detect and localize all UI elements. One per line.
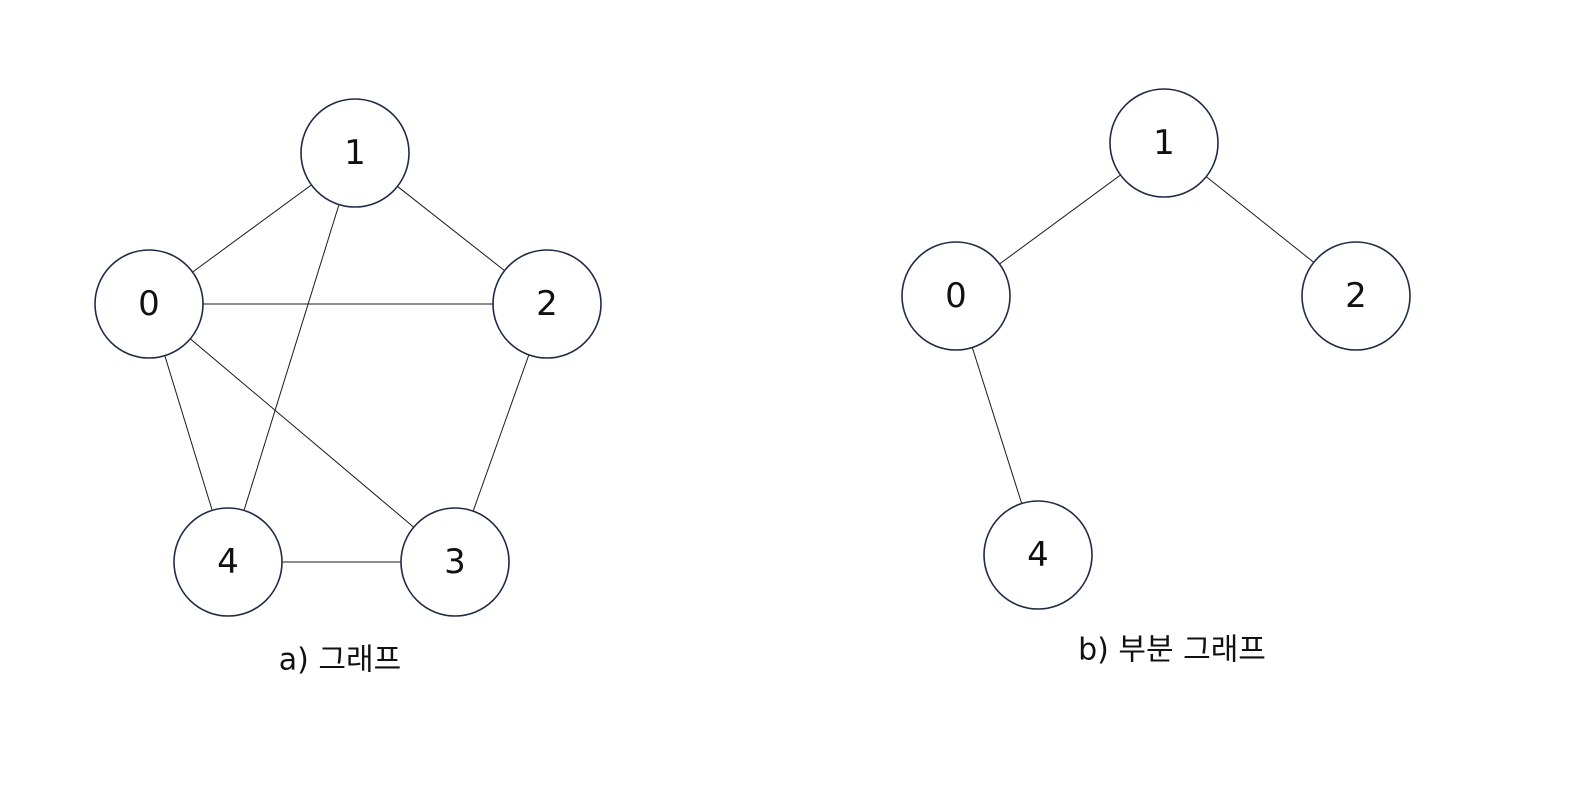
graph-b-node-2: 2 <box>1301 241 1411 351</box>
graph-a-node-2: 2 <box>492 249 602 359</box>
graph-b-caption: b) 부분 그래프 <box>1078 633 1266 668</box>
graph-a-node-label: 4 <box>217 542 239 582</box>
graph-a-node-3: 3 <box>400 507 510 617</box>
graph-a-edge-1-4 <box>227 152 356 563</box>
graph-a-caption: a) 그래프 <box>279 643 401 678</box>
graph-a-node-circle <box>300 98 410 208</box>
graph-b-edges <box>955 142 1357 556</box>
graph-a-node-circle <box>94 249 204 359</box>
graph-b-node-1: 1 <box>1109 88 1219 198</box>
graph-a-node-4: 4 <box>173 507 283 617</box>
graph-b-node-label: 1 <box>1153 123 1175 163</box>
graph-b-node-0: 0 <box>901 241 1011 351</box>
graph-a-node-label: 2 <box>536 284 558 324</box>
graph-a-node-label: 0 <box>138 284 160 324</box>
graph-a-node-1: 1 <box>300 98 410 208</box>
graph-a-node-circle <box>492 249 602 359</box>
graph-b-node-label: 4 <box>1027 535 1049 575</box>
graph-a-node-circle <box>400 507 510 617</box>
graph-b-node-label: 2 <box>1345 276 1367 316</box>
graph-b-node-circle <box>1109 88 1219 198</box>
graph-a-node-circle <box>173 507 283 617</box>
graph-b-node-circle <box>901 241 1011 351</box>
graph-b-node-circle <box>1301 241 1411 351</box>
graph-a-node-0: 0 <box>94 249 204 359</box>
graph-a-edges <box>148 152 548 563</box>
graph-b: 1 0 2 4 b) 부분 그래프 <box>901 88 1411 668</box>
graph-b-node-label: 0 <box>945 276 967 316</box>
graph-a-nodes: 1 0 2 4 3 <box>94 98 602 617</box>
graph-a: 1 0 2 4 3 a) 그래프 <box>94 98 602 678</box>
graph-b-nodes: 1 0 2 4 <box>901 88 1411 610</box>
graph-a-node-label: 1 <box>344 133 366 173</box>
graph-b-node-circle <box>983 500 1093 610</box>
graph-b-node-4: 4 <box>983 500 1093 610</box>
graph-a-edge-0-3 <box>148 303 456 563</box>
graph-a-node-label: 3 <box>444 542 466 582</box>
